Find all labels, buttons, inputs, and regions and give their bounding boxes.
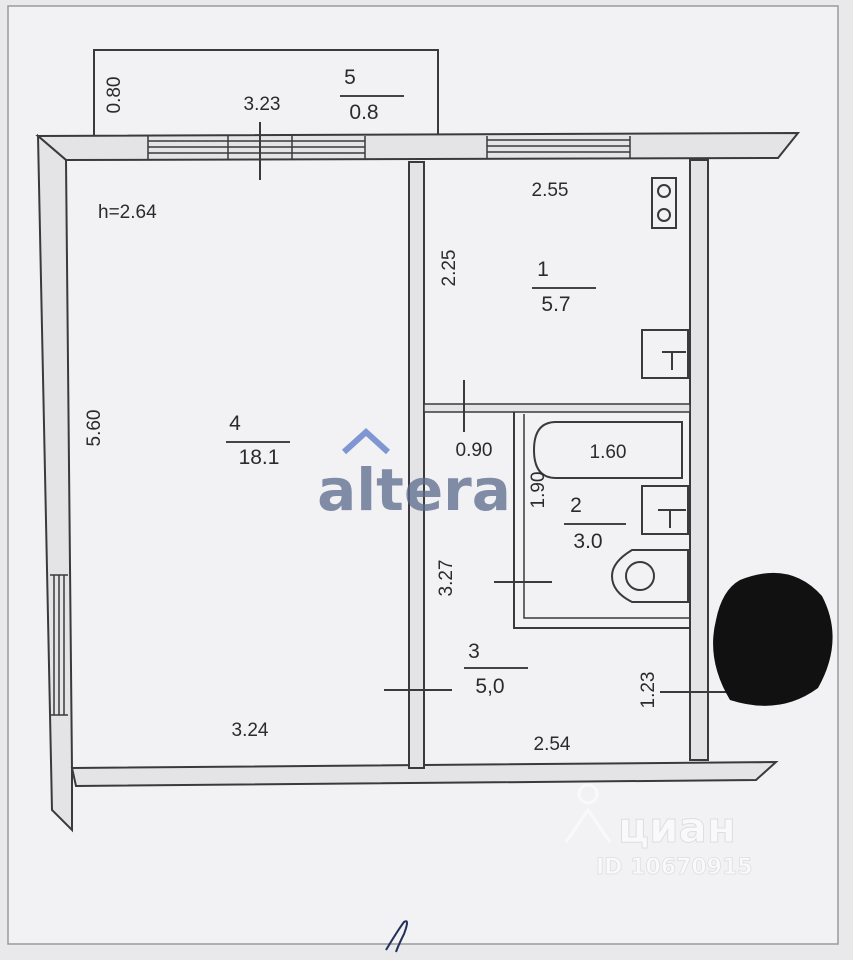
room-area: 5.7 bbox=[541, 293, 570, 316]
left-exterior-wall bbox=[36, 133, 73, 833]
redaction-mark bbox=[713, 572, 833, 706]
room-number: 1 bbox=[537, 258, 549, 281]
window-top-right bbox=[486, 136, 631, 158]
cian-logo-icon bbox=[564, 783, 612, 843]
pen-mark bbox=[385, 920, 408, 953]
dim-passage-width: 0.90 bbox=[456, 440, 493, 461]
dim-hall-width: 2.54 bbox=[534, 734, 571, 755]
dim-kitchen-depth: 2.25 bbox=[439, 250, 460, 287]
bathroom-wall-inner bbox=[523, 414, 690, 619]
dim-bath-length: 1.60 bbox=[590, 442, 627, 463]
dim-balcony-depth: 0.80 bbox=[104, 77, 125, 114]
balcony bbox=[93, 49, 439, 136]
dim-hall-length: 3.27 bbox=[436, 560, 457, 597]
kitchen-hall-partition bbox=[423, 403, 691, 413]
cian-id-text: ID 10670915 bbox=[596, 855, 753, 880]
cian-watermark: циан ID 10670915 bbox=[564, 783, 753, 880]
room-number: 2 bbox=[570, 494, 582, 517]
room-area: 0.8 bbox=[349, 101, 378, 124]
room-number: 3 bbox=[468, 640, 480, 663]
room-label-living: 4 18.1 bbox=[226, 412, 290, 469]
bathtub bbox=[532, 421, 683, 479]
central-partition bbox=[408, 161, 425, 769]
top-exterior-wall bbox=[35, 131, 801, 162]
dim-entry-width: 1.23 bbox=[638, 672, 659, 709]
dim-bath-depth: 1.90 bbox=[528, 472, 549, 509]
ceiling-height: h=2.64 bbox=[98, 202, 157, 223]
dim-kitchen-width: 2.55 bbox=[532, 180, 569, 201]
room-label-bathroom: 2 3.0 bbox=[564, 494, 626, 553]
dim-living-width: 3.24 bbox=[232, 720, 269, 741]
room-label-balcony: 5 0.8 bbox=[340, 66, 404, 124]
window-left bbox=[50, 574, 68, 716]
room-area: 18.1 bbox=[239, 446, 280, 469]
window-top-left bbox=[147, 136, 366, 159]
room-area: 3.0 bbox=[573, 530, 602, 553]
room-label-kitchen: 1 5.7 bbox=[532, 258, 596, 316]
dim-balcony-length: 3.23 bbox=[244, 94, 281, 115]
cian-brand-text: циан bbox=[618, 803, 736, 852]
altera-roof-icon bbox=[341, 427, 391, 455]
room-number: 5 bbox=[344, 66, 356, 89]
bottom-exterior-wall bbox=[70, 760, 779, 788]
altera-watermark: altera bbox=[317, 427, 511, 524]
kitchen-sink bbox=[641, 329, 689, 379]
stove bbox=[651, 177, 677, 229]
room-label-hall: 3 5,0 bbox=[464, 640, 528, 698]
altera-logo-text: altera bbox=[317, 456, 511, 524]
right-wall bbox=[689, 159, 709, 761]
room-area: 5,0 bbox=[475, 675, 504, 698]
room-number: 4 bbox=[229, 412, 241, 435]
toilet bbox=[610, 549, 689, 603]
dim-living-length: 5.60 bbox=[84, 410, 105, 447]
bathroom-wall bbox=[513, 412, 690, 629]
bathroom-sink bbox=[641, 485, 689, 535]
